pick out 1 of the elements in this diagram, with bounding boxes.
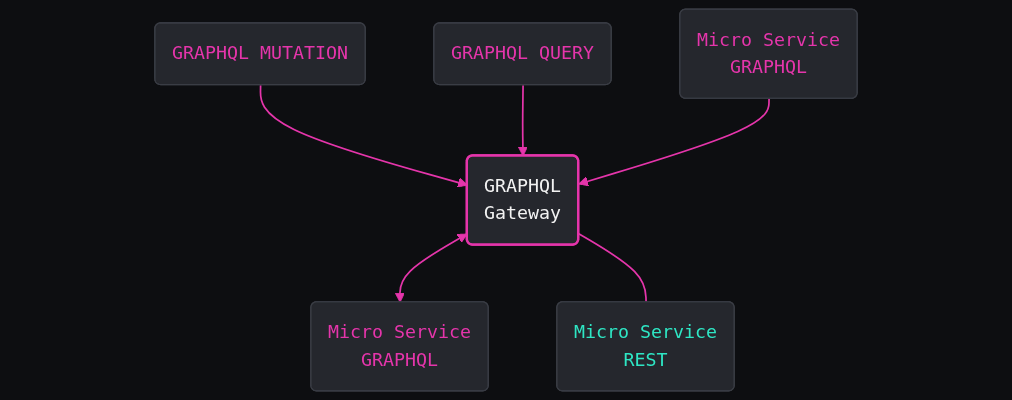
arrow bbox=[578, 98, 770, 187]
